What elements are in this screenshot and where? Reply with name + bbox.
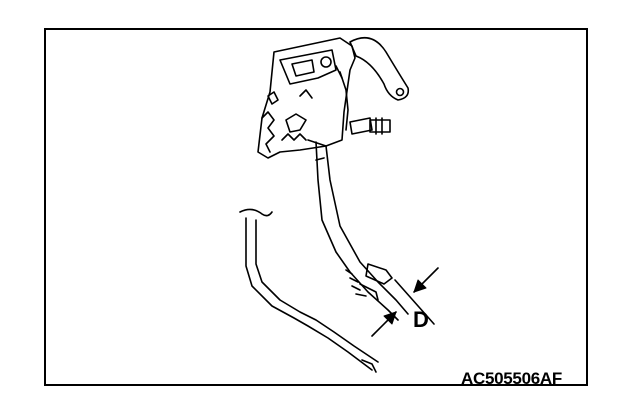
dimension-label: D xyxy=(413,307,429,332)
dimension-arrow-head-upper xyxy=(413,279,427,293)
pedal-pad xyxy=(345,263,393,301)
pedal-arm xyxy=(307,139,409,321)
dimension-arrow-head-lower xyxy=(383,311,397,325)
figure-frame xyxy=(44,28,588,386)
pivot-arm xyxy=(349,36,410,101)
floor-panel xyxy=(239,208,379,373)
figure-code: AC505506AF xyxy=(461,369,562,388)
pedal-bracket xyxy=(257,37,356,159)
stop-light-switch xyxy=(349,117,391,135)
